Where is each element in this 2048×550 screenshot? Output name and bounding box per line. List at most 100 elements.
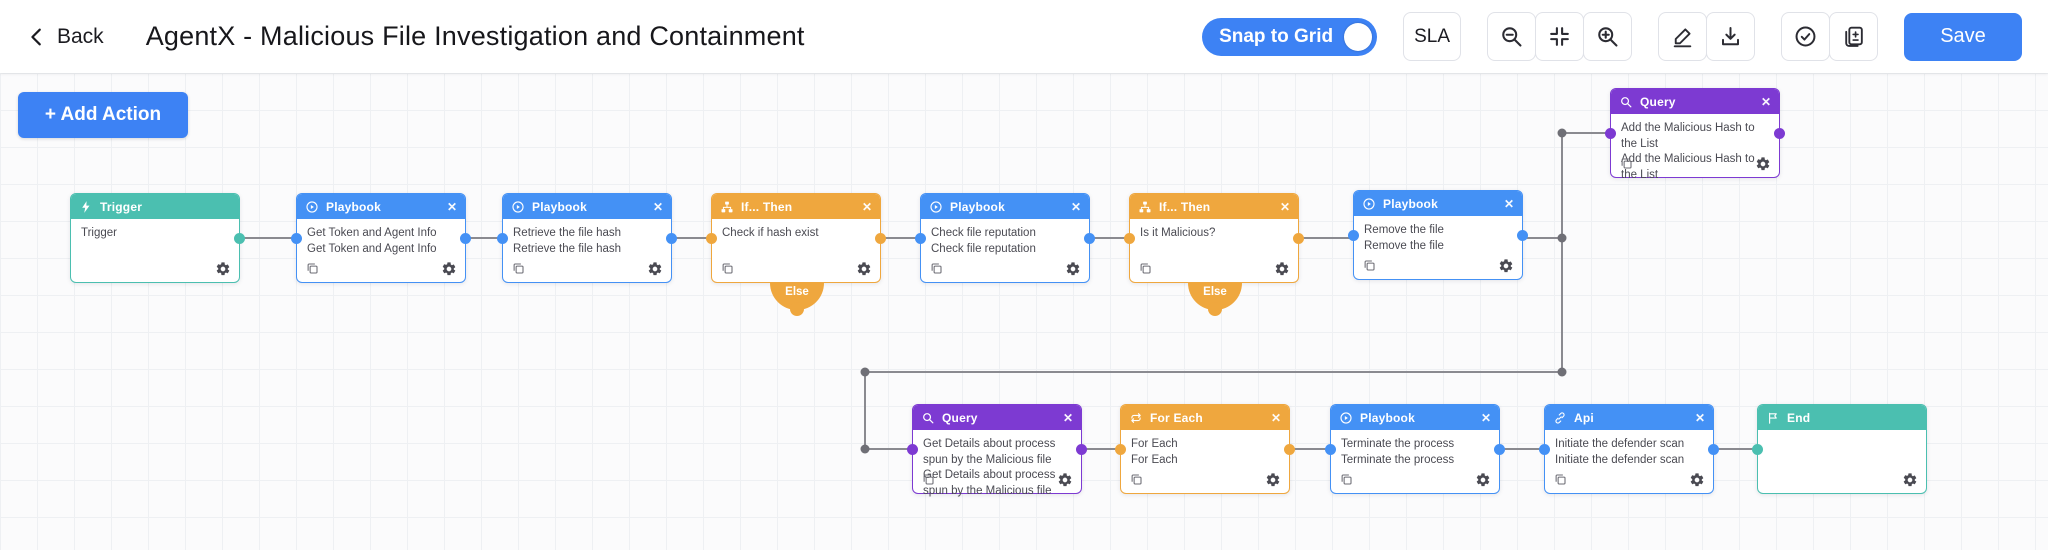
zoom-out-button[interactable] [1487, 12, 1536, 61]
output-port[interactable] [666, 233, 677, 244]
node-playbook-check-reputation[interactable]: Playbook ✕ Check file reputation Check f… [915, 193, 1095, 283]
copy-icon[interactable] [1129, 472, 1144, 487]
save-button[interactable]: Save [1904, 12, 2022, 61]
gear-icon[interactable] [1475, 472, 1491, 488]
download-button[interactable] [1706, 12, 1755, 61]
node-line: Check if hash exist [722, 227, 819, 239]
copy-icon[interactable] [1362, 258, 1377, 273]
back-button[interactable]: Back [26, 25, 104, 49]
output-port[interactable] [1076, 444, 1087, 455]
copy-icon[interactable] [511, 261, 526, 276]
close-icon[interactable]: ✕ [1279, 199, 1290, 214]
input-port[interactable] [1124, 233, 1135, 244]
gear-icon[interactable] [647, 261, 663, 277]
gear-icon[interactable] [1689, 472, 1705, 488]
close-icon[interactable]: ✕ [1270, 410, 1281, 425]
node-end[interactable]: End [1752, 404, 1927, 494]
input-port[interactable] [706, 233, 717, 244]
duplicate-button[interactable] [1829, 12, 1878, 61]
close-icon[interactable]: ✕ [1694, 410, 1705, 425]
input-port[interactable] [291, 233, 302, 244]
loop-icon [1129, 411, 1143, 425]
input-port[interactable] [1115, 444, 1126, 455]
input-port[interactable] [1325, 444, 1336, 455]
zoom-in-button[interactable] [1583, 12, 1632, 61]
input-port[interactable] [1539, 444, 1550, 455]
output-port[interactable] [1084, 233, 1095, 244]
node-ifthen-check-hash[interactable]: If... Then ✕ Check if hash exist Else [706, 193, 886, 316]
close-icon[interactable]: ✕ [1480, 410, 1491, 425]
edge [1562, 132, 1610, 134]
workflow-canvas[interactable]: + Add Action Trigger Trigger Playbook ✕ [0, 73, 2048, 550]
copy-icon[interactable] [1339, 472, 1354, 487]
close-icon[interactable]: ✕ [652, 199, 663, 214]
add-action-button[interactable]: + Add Action [18, 92, 188, 138]
node-playbook-terminate-process[interactable]: Playbook ✕ Terminate the process Termina… [1325, 404, 1505, 494]
node-query-get-details[interactable]: Query ✕ Get Details about process spun b… [907, 404, 1087, 497]
edge [240, 237, 296, 239]
output-port[interactable] [1293, 233, 1304, 244]
gear-icon[interactable] [215, 261, 231, 277]
node-for-each[interactable]: For Each ✕ For Each For Each [1115, 404, 1295, 494]
copy-icon[interactable] [929, 261, 944, 276]
copy-icon[interactable] [1619, 156, 1634, 171]
gear-icon[interactable] [1755, 156, 1771, 172]
copy-icon[interactable] [921, 472, 936, 487]
validate-button[interactable] [1781, 12, 1830, 61]
edit-button[interactable] [1658, 12, 1707, 61]
gear-icon[interactable] [1057, 472, 1073, 488]
output-port[interactable] [1774, 128, 1785, 139]
sla-button[interactable]: SLA [1403, 12, 1461, 61]
output-port[interactable] [1494, 444, 1505, 455]
node-ifthen-is-malicious[interactable]: If... Then ✕ Is it Malicious? Else [1124, 193, 1304, 316]
else-branch-badge[interactable]: Else [770, 283, 824, 323]
input-port[interactable] [915, 233, 926, 244]
input-port[interactable] [497, 233, 508, 244]
close-icon[interactable]: ✕ [446, 199, 457, 214]
gear-icon[interactable] [1498, 258, 1514, 274]
gear-icon[interactable] [1265, 472, 1281, 488]
gear-icon[interactable] [1274, 261, 1290, 277]
output-port[interactable] [875, 233, 886, 244]
copy-icon[interactable] [1138, 261, 1153, 276]
close-icon[interactable]: ✕ [1062, 410, 1073, 425]
node-api-defender-scan[interactable]: Api ✕ Initiate the defender scan Initiat… [1539, 404, 1719, 494]
gear-icon[interactable] [1065, 261, 1081, 277]
node-title: Playbook [532, 199, 587, 214]
node-playbook-get-token[interactable]: Playbook ✕ Get Token and Agent Info Get … [291, 193, 471, 283]
close-icon[interactable]: ✕ [1760, 94, 1771, 109]
back-label: Back [57, 24, 104, 48]
output-port[interactable] [1284, 444, 1295, 455]
node-title: End [1787, 410, 1811, 425]
close-icon[interactable]: ✕ [1503, 196, 1514, 211]
node-playbook-remove-file[interactable]: Playbook ✕ Remove the file Remove the fi… [1348, 190, 1528, 280]
copy-icon[interactable] [1553, 472, 1568, 487]
toolbar-actions: Snap to Grid SLA Save [1202, 12, 2022, 61]
node-line: Get Token and Agent Info [307, 227, 437, 239]
copy-icon[interactable] [720, 261, 735, 276]
fit-view-button[interactable] [1535, 12, 1584, 61]
input-port[interactable] [1752, 444, 1763, 455]
input-port[interactable] [1605, 128, 1616, 139]
node-query-add-hash[interactable]: Query ✕ Add the Malicious Hash to the Li… [1605, 88, 1785, 181]
output-port[interactable] [1708, 444, 1719, 455]
output-port[interactable] [1517, 230, 1528, 241]
node-playbook-retrieve-hash[interactable]: Playbook ✕ Retrieve the file hash Retrie… [497, 193, 677, 283]
gear-icon[interactable] [1902, 472, 1918, 488]
snap-to-grid-label: Snap to Grid [1219, 25, 1334, 47]
input-port[interactable] [1348, 230, 1359, 241]
copy-icon[interactable] [305, 261, 320, 276]
else-badge-tail [790, 302, 804, 316]
gear-icon[interactable] [441, 261, 457, 277]
snap-to-grid-toggle[interactable]: Snap to Grid [1202, 17, 1378, 56]
output-port[interactable] [460, 233, 471, 244]
gear-icon[interactable] [856, 261, 872, 277]
close-icon[interactable]: ✕ [1070, 199, 1081, 214]
output-port[interactable] [234, 233, 245, 244]
input-port[interactable] [907, 444, 918, 455]
document-plus-minus-icon [1841, 24, 1866, 49]
node-trigger[interactable]: Trigger Trigger [70, 193, 245, 283]
close-icon[interactable]: ✕ [861, 199, 872, 214]
node-body: For Each For Each [1121, 430, 1289, 468]
else-branch-badge[interactable]: Else [1188, 283, 1242, 323]
